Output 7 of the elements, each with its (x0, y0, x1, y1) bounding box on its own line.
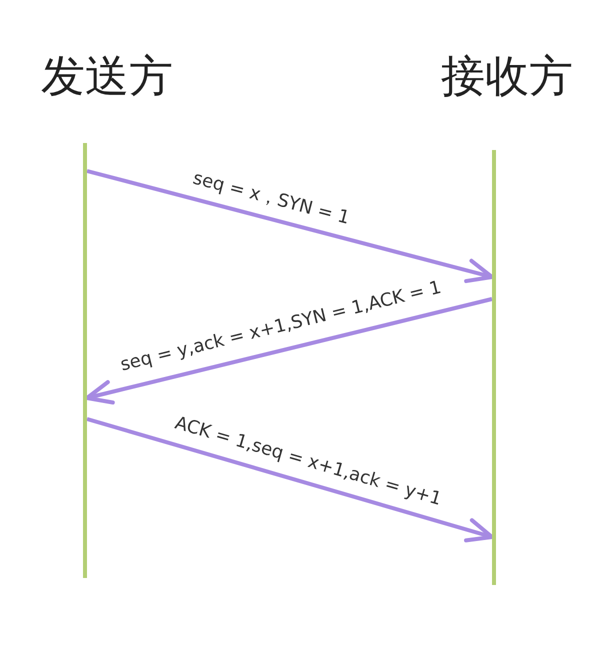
arrow (86, 417, 494, 542)
arrow (85, 297, 492, 404)
heading: 发送方 (41, 55, 173, 99)
edge-label: seq = x，SYN = 1 (190, 168, 352, 230)
edge-label: ACK = 1,seq = x+1,ack = y+1 (172, 413, 444, 511)
arrow (86, 169, 494, 284)
heading: 接收方 (441, 55, 573, 99)
